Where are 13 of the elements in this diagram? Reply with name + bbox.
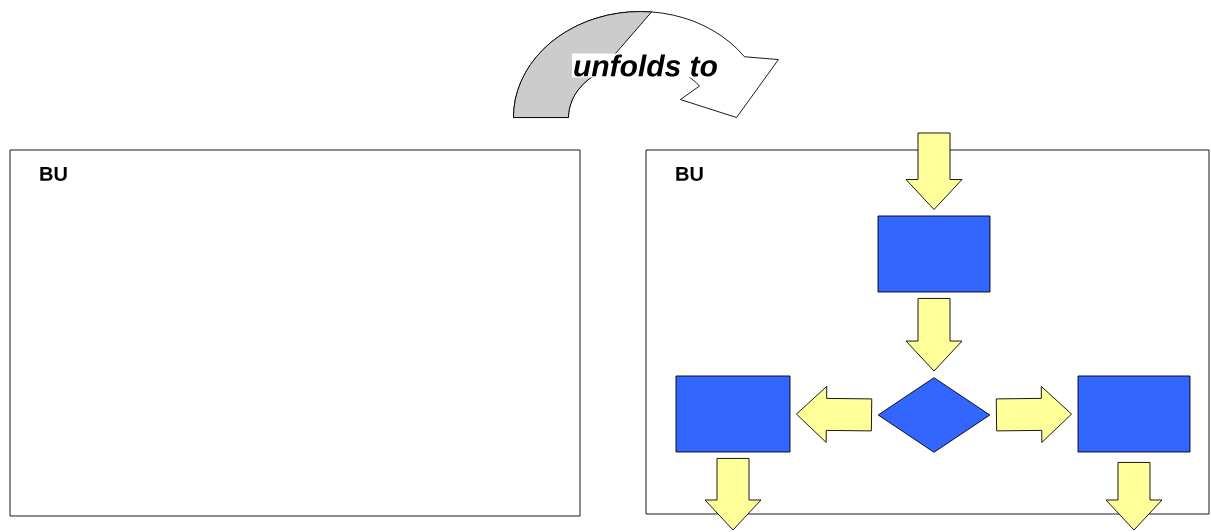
process-box — [1077, 375, 1191, 453]
frame-box: BU — [645, 149, 1210, 515]
block-arrow — [1105, 462, 1163, 531]
block-arrow — [905, 132, 963, 210]
block-arrow — [796, 385, 873, 443]
edge-label: unfolds to — [572, 53, 719, 78]
process-box — [675, 375, 791, 453]
block-arrow — [995, 385, 1072, 443]
decision-diamond — [877, 377, 991, 453]
block-arrow — [704, 458, 762, 531]
process-box — [877, 215, 991, 293]
block-arrow — [905, 298, 963, 372]
frame-box: BU — [9, 149, 581, 517]
